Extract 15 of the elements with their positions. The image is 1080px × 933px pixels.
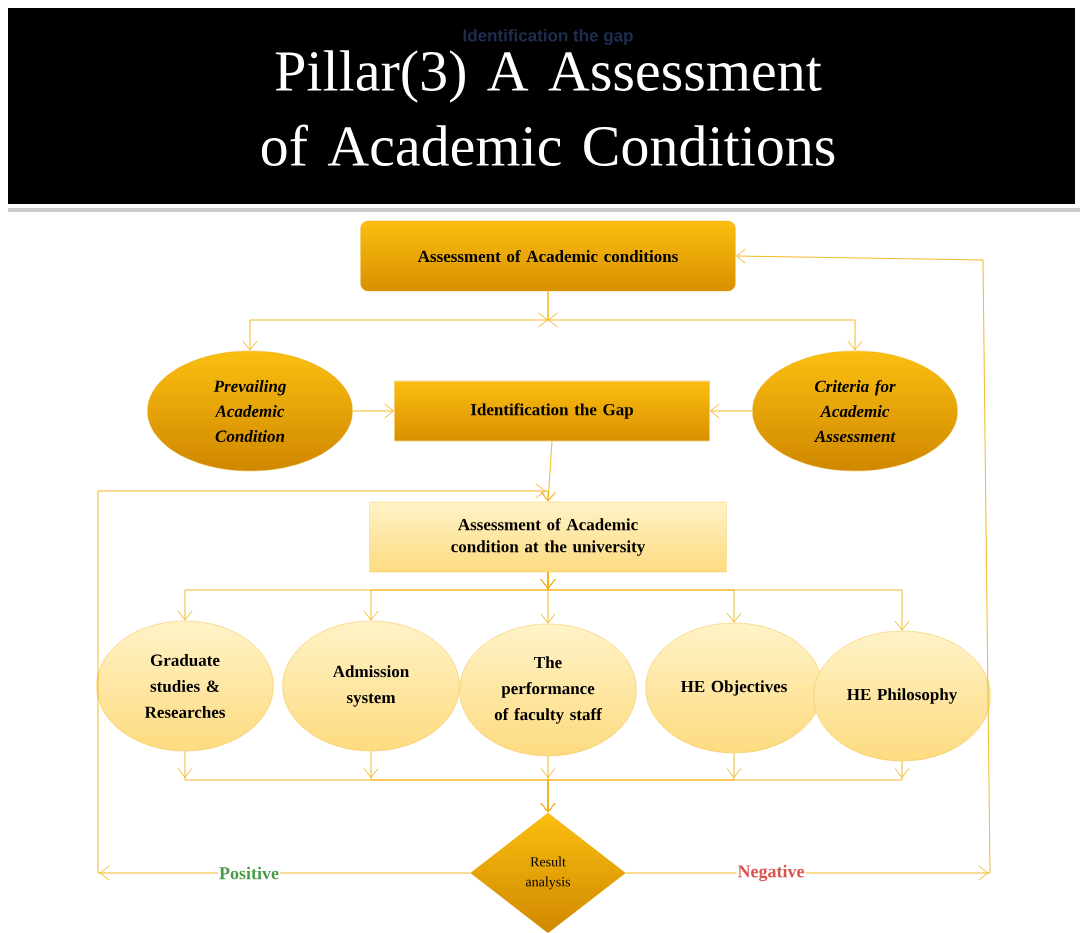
arrow — [541, 440, 557, 502]
arrow — [97, 483, 556, 881]
edge-label: Positive — [218, 865, 280, 881]
process-box: Assessment of Academic condition at the university — [369, 501, 727, 573]
subtitle: Identification the gap — [463, 29, 633, 45]
arrow — [540, 571, 910, 631]
arrow — [540, 760, 910, 813]
arrow — [538, 290, 863, 351]
edge-label: Negative — [736, 863, 806, 883]
process-box: Identification the Gap — [394, 380, 710, 442]
process-box: Assessment of Academic conditions — [360, 220, 736, 292]
title: Pillar(3) A Assessment of Academic Conditions — [261, 50, 835, 166]
arrow — [710, 403, 753, 419]
arrow — [352, 403, 394, 419]
arrow — [625, 248, 991, 881]
